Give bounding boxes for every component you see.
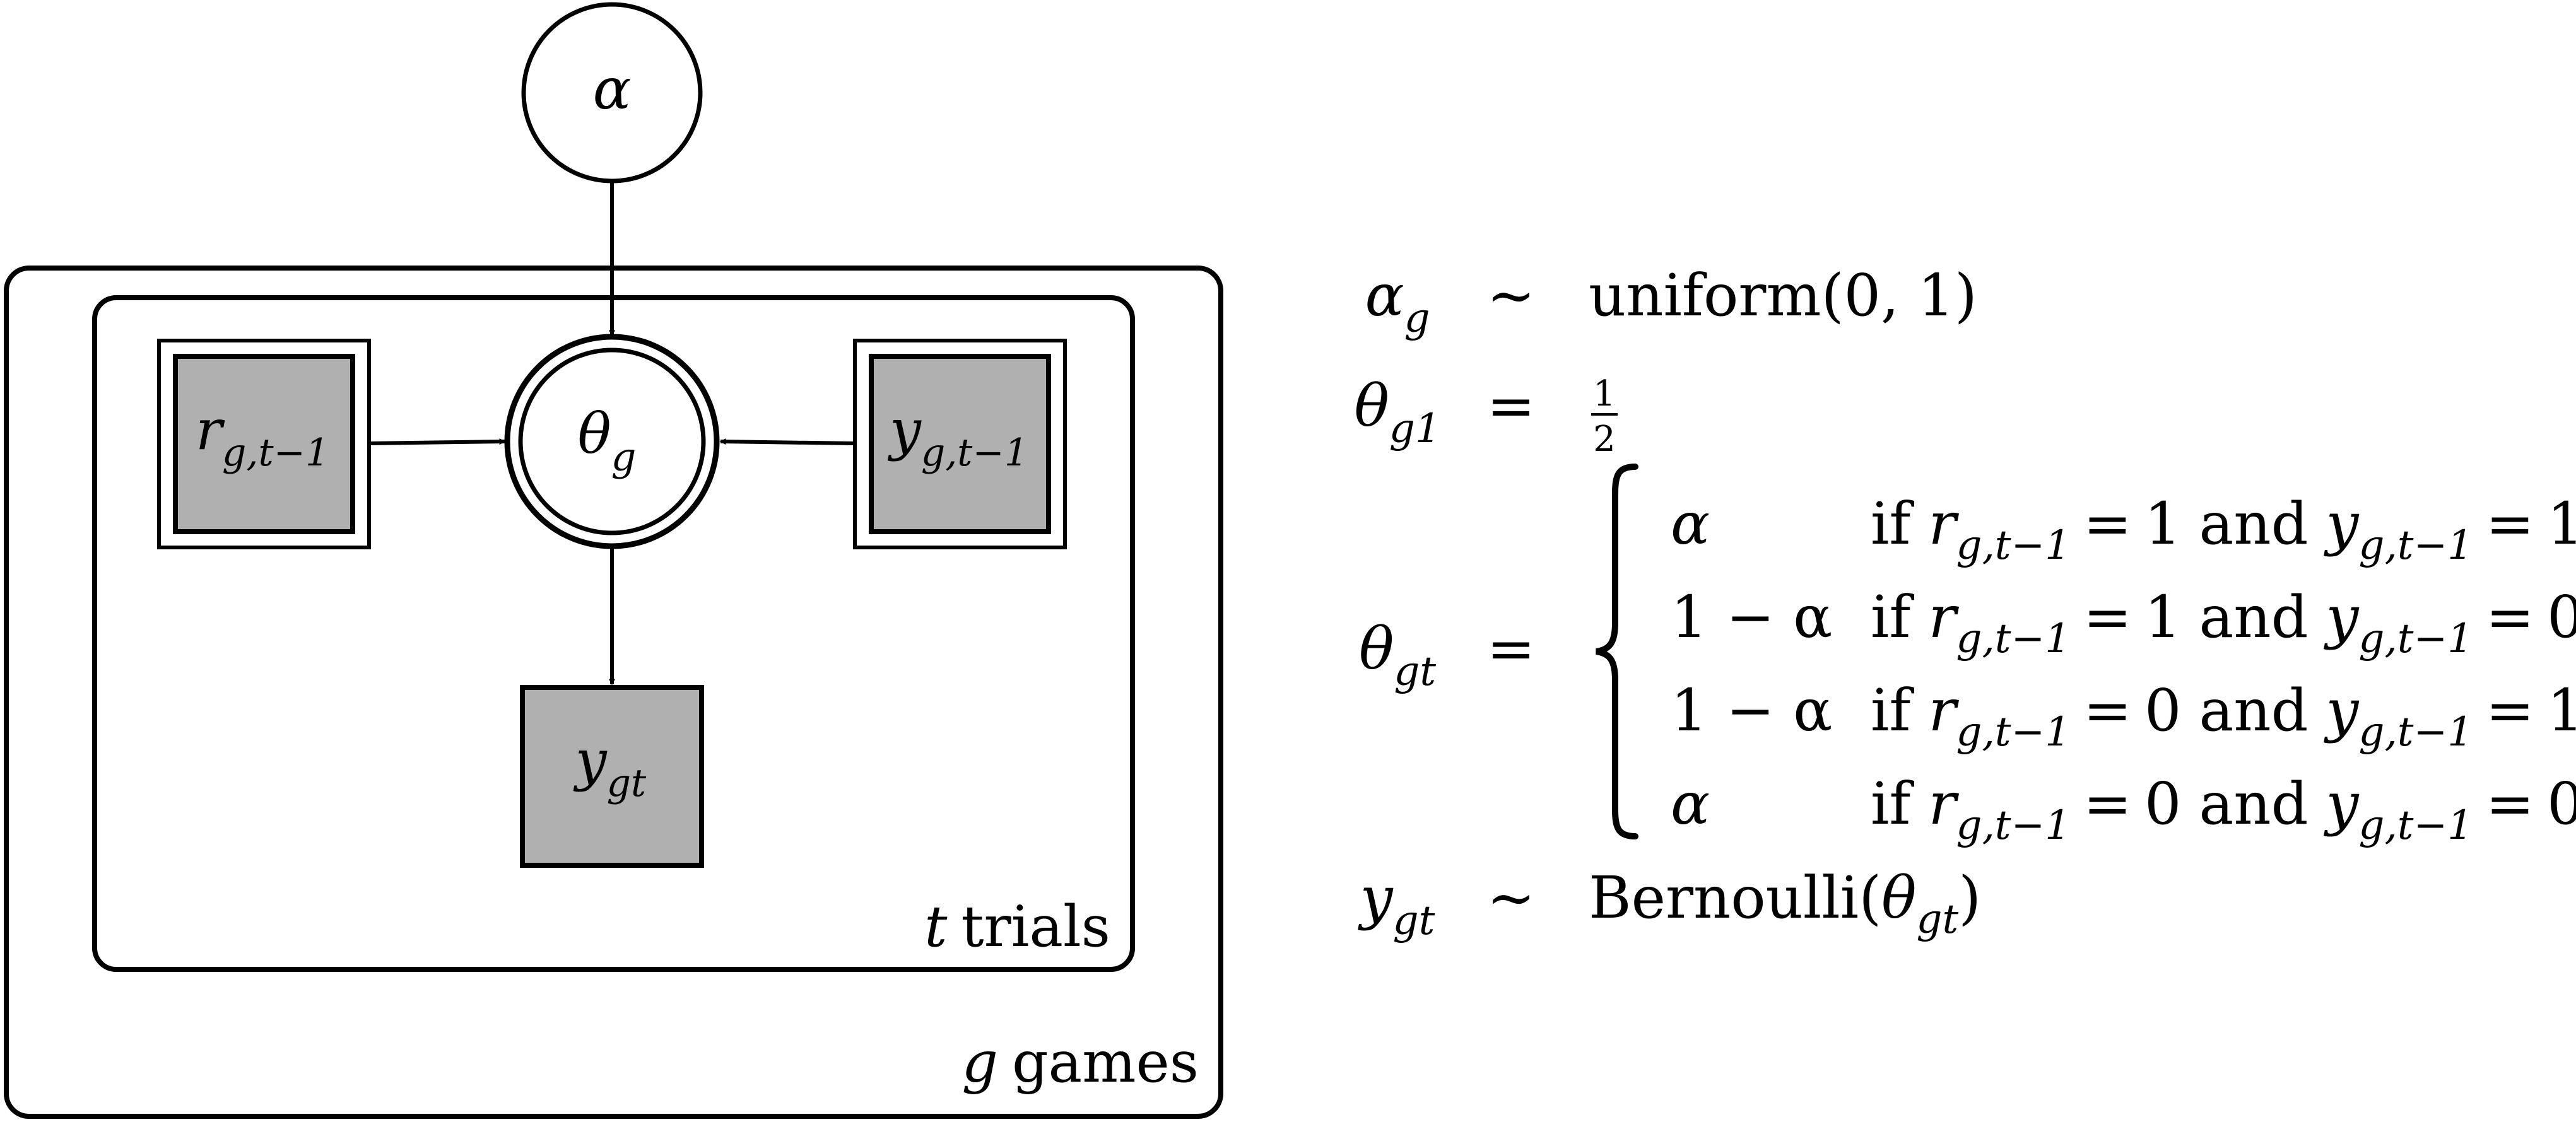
cases-brace	[1596, 464, 1638, 839]
svg-text:1 − α: 1 − α	[1671, 677, 1832, 744]
node-y-gt: ygt	[520, 685, 704, 868]
svg-text:=: =	[1486, 615, 1535, 682]
svg-text:αg: αg	[1365, 262, 1430, 342]
edge-yprev-theta	[719, 438, 856, 445]
edge-rprev-theta	[368, 438, 506, 445]
svg-text:1 − α: 1 − α	[1671, 583, 1832, 651]
node-y-prev: yg,t−1	[853, 339, 1067, 549]
equation-theta-g1: θg1 = 1 2	[1354, 372, 1618, 460]
node-theta: θg	[504, 334, 720, 549]
svg-text:θg: θg	[578, 401, 637, 480]
fraction-denominator: 2	[1593, 419, 1616, 460]
svg-text:ygt: ygt	[1358, 864, 1435, 944]
svg-text:ygt: ygt	[573, 728, 647, 805]
equation-alpha-g: αg ∼ uniform(0, 1)	[1365, 262, 1977, 342]
svg-text:Bernoulli(θgt): Bernoulli(θgt)	[1589, 864, 1981, 943]
node-alpha: α	[521, 2, 703, 184]
node-r-prev: rg,t−1	[157, 339, 371, 549]
svg-text:α: α	[593, 56, 632, 122]
equation-y-gt: ygt ∼ Bernoulli(θgt)	[1358, 864, 1981, 944]
fraction-numerator: 1	[1593, 373, 1616, 414]
svg-text:yg,t−1: yg,t−1	[887, 397, 1028, 475]
svg-text:rg,t−1: rg,t−1	[196, 397, 329, 475]
svg-text:∼: ∼	[1486, 262, 1535, 329]
svg-text:θgt: θgt	[1359, 615, 1436, 695]
svg-text:θg1: θg1	[1354, 372, 1440, 452]
svg-text:∼: ∼	[1486, 864, 1535, 932]
svg-text:α: α	[1671, 490, 1710, 558]
svg-text:α: α	[1671, 770, 1710, 838]
svg-text:=: =	[1486, 372, 1535, 440]
svg-text:uniform(0, 1): uniform(0, 1)	[1589, 262, 1977, 329]
